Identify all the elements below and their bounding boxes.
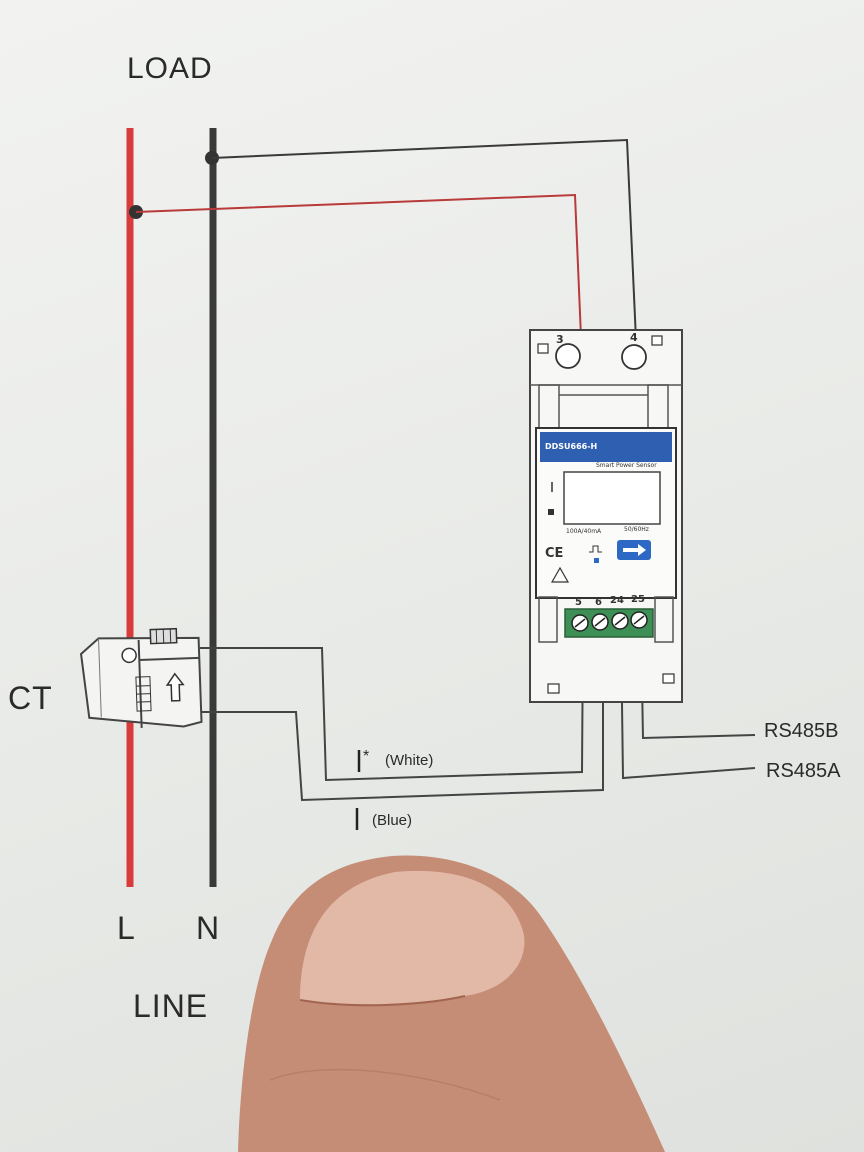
ct-blue-wire <box>200 629 604 802</box>
ct-white-wire <box>200 628 584 782</box>
ct-label: CT <box>8 680 53 716</box>
line-label: LINE <box>133 988 209 1024</box>
mount-slot-bottom-left-icon <box>547 683 560 694</box>
terminal-screw-4 <box>621 344 647 370</box>
ce-mark: CE <box>545 546 564 561</box>
terminal-label-5: 5 <box>575 597 582 608</box>
live-supply-wire <box>135 193 582 338</box>
display-header <box>540 432 672 462</box>
white-wire-label: (White) <box>385 752 434 769</box>
rs485a-label: RS485A <box>766 760 841 782</box>
terminal-label-3: 3 <box>556 333 564 346</box>
meter-model: DDSU666-H <box>545 442 598 451</box>
white-wire-asterisk: * <box>363 748 370 765</box>
lcd-window <box>563 471 661 525</box>
smart-power-sensor <box>529 329 683 703</box>
terminal-label-25: 25 <box>631 594 645 605</box>
meter-subtitle: Smart Power Sensor <box>596 462 657 469</box>
ct-hole <box>121 647 137 664</box>
meter-rating-right: 50/60Hz <box>624 526 649 533</box>
led-indicator-icon <box>594 558 599 563</box>
recycle-triangle-icon <box>550 566 570 583</box>
terminal-label-24: 24 <box>610 595 624 606</box>
blue-wire-label: (Blue) <box>372 812 413 829</box>
live-terminal-label: L <box>117 910 136 946</box>
thumb-photo-overlay <box>238 855 665 1152</box>
neutral-supply-wire <box>211 138 637 341</box>
current-transformer <box>79 627 203 729</box>
pulse-icon <box>589 545 602 553</box>
rs485b-label: RS485B <box>764 720 839 742</box>
neutral-terminal-label: N <box>196 910 221 946</box>
terminal-label-4: 4 <box>630 331 638 344</box>
arrow-right-icon <box>623 544 646 556</box>
mount-slot-bottom-right-icon <box>662 673 675 684</box>
terminal-screw-3 <box>555 343 581 369</box>
ct-direction-arrow-icon <box>165 672 185 702</box>
mount-slot-top-right-icon <box>651 335 663 346</box>
mount-slot-top-left-icon <box>537 343 549 354</box>
meter-rating-left: 100A/40mA <box>566 528 602 535</box>
load-label: LOAD <box>127 52 213 85</box>
terminal-label-6: 6 <box>595 597 602 608</box>
